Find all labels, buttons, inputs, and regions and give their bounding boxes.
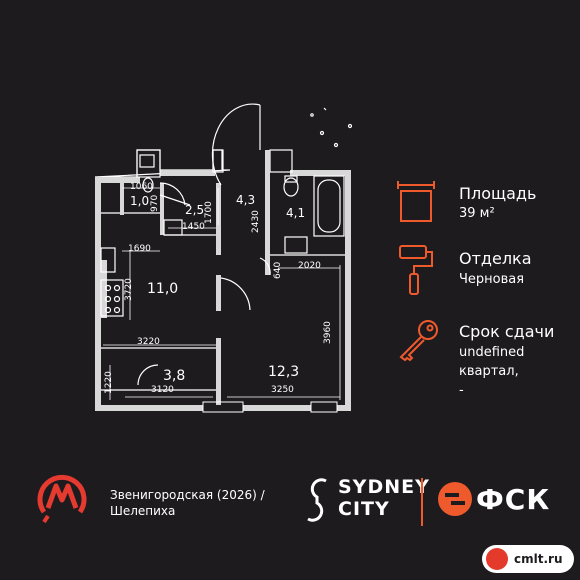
area-frame-icon — [397, 181, 435, 222]
outer-wall-bottom-left — [95, 405, 203, 411]
paint-roller-icon — [399, 245, 433, 295]
watermark-text: cmlt.ru — [514, 552, 563, 566]
dim-1690: 1690 — [128, 244, 151, 254]
deadline-line1: undefined — [459, 345, 525, 360]
niche-left — [136, 149, 161, 178]
dim-1060: 1060 — [130, 182, 153, 192]
outer-wall-bottom-end — [337, 405, 351, 411]
brand-divider — [421, 478, 423, 526]
room-area-kitchen: 11,0 — [147, 281, 179, 297]
room-area-bedroom: 12,3 — [268, 364, 300, 380]
finish-value: Черновая — [459, 272, 525, 287]
deadline-line2: квартал, — [459, 364, 519, 379]
dim-1220: 1220 — [104, 371, 114, 394]
metro-icon — [37, 474, 87, 524]
room-area-corridor: 4,3 — [236, 193, 256, 207]
brand-name: SYDNEY CITY — [338, 476, 430, 520]
outer-wall-top-right — [290, 170, 351, 176]
outer-wall-left — [95, 177, 101, 411]
dim-1450: 1450 — [182, 222, 205, 232]
room-area-bath-small: 1,0 — [130, 194, 150, 208]
outer-wall-top-mid — [160, 170, 215, 176]
finish-title: Отделка — [459, 249, 532, 268]
area-value: 39 м² — [459, 206, 495, 221]
dim-3960: 3960 — [323, 321, 333, 344]
metro-line2: Шелепиха — [110, 504, 176, 518]
metro-stations: Звенигородская (2026) / Шелепиха — [110, 487, 265, 519]
brand-line2: CITY — [338, 498, 390, 520]
dim-3220: 3220 — [137, 337, 160, 347]
dim-3720: 3720 — [124, 278, 134, 301]
room-area-hall: 2,5 — [185, 203, 205, 217]
fsk-logo-icon — [438, 482, 472, 516]
room-area-bathroom: 4,1 — [286, 206, 306, 220]
brand-line1: SYDNEY — [338, 476, 430, 498]
sydney-city-logo-icon — [307, 478, 327, 522]
dim-970: 970 — [150, 194, 160, 212]
deadline-line3: - — [459, 383, 464, 398]
outer-wall-top-left — [95, 177, 140, 183]
watermark-logo-icon — [486, 548, 508, 570]
metro-line1: Звенигородская (2026) / — [110, 488, 265, 502]
developer-name: ФСК — [476, 483, 551, 516]
outer-wall-bottom-right — [243, 405, 311, 411]
dim-3120: 3120 — [151, 385, 174, 395]
dim-1700: 1700 — [204, 201, 214, 224]
dim-640: 640 — [273, 261, 283, 279]
watermark: cmlt.ru — [482, 545, 574, 573]
niche-right — [269, 149, 293, 173]
key-icon — [399, 320, 438, 362]
outer-wall-right — [345, 170, 351, 411]
dim-3250: 3250 — [271, 385, 294, 395]
deadline-title: Срок сдачи — [459, 322, 555, 341]
room-area-loggia: 3,8 — [163, 368, 186, 384]
dim-2430: 2430 — [251, 210, 261, 233]
dim-2020: 2020 — [298, 261, 321, 271]
area-title: Площадь — [459, 184, 537, 203]
